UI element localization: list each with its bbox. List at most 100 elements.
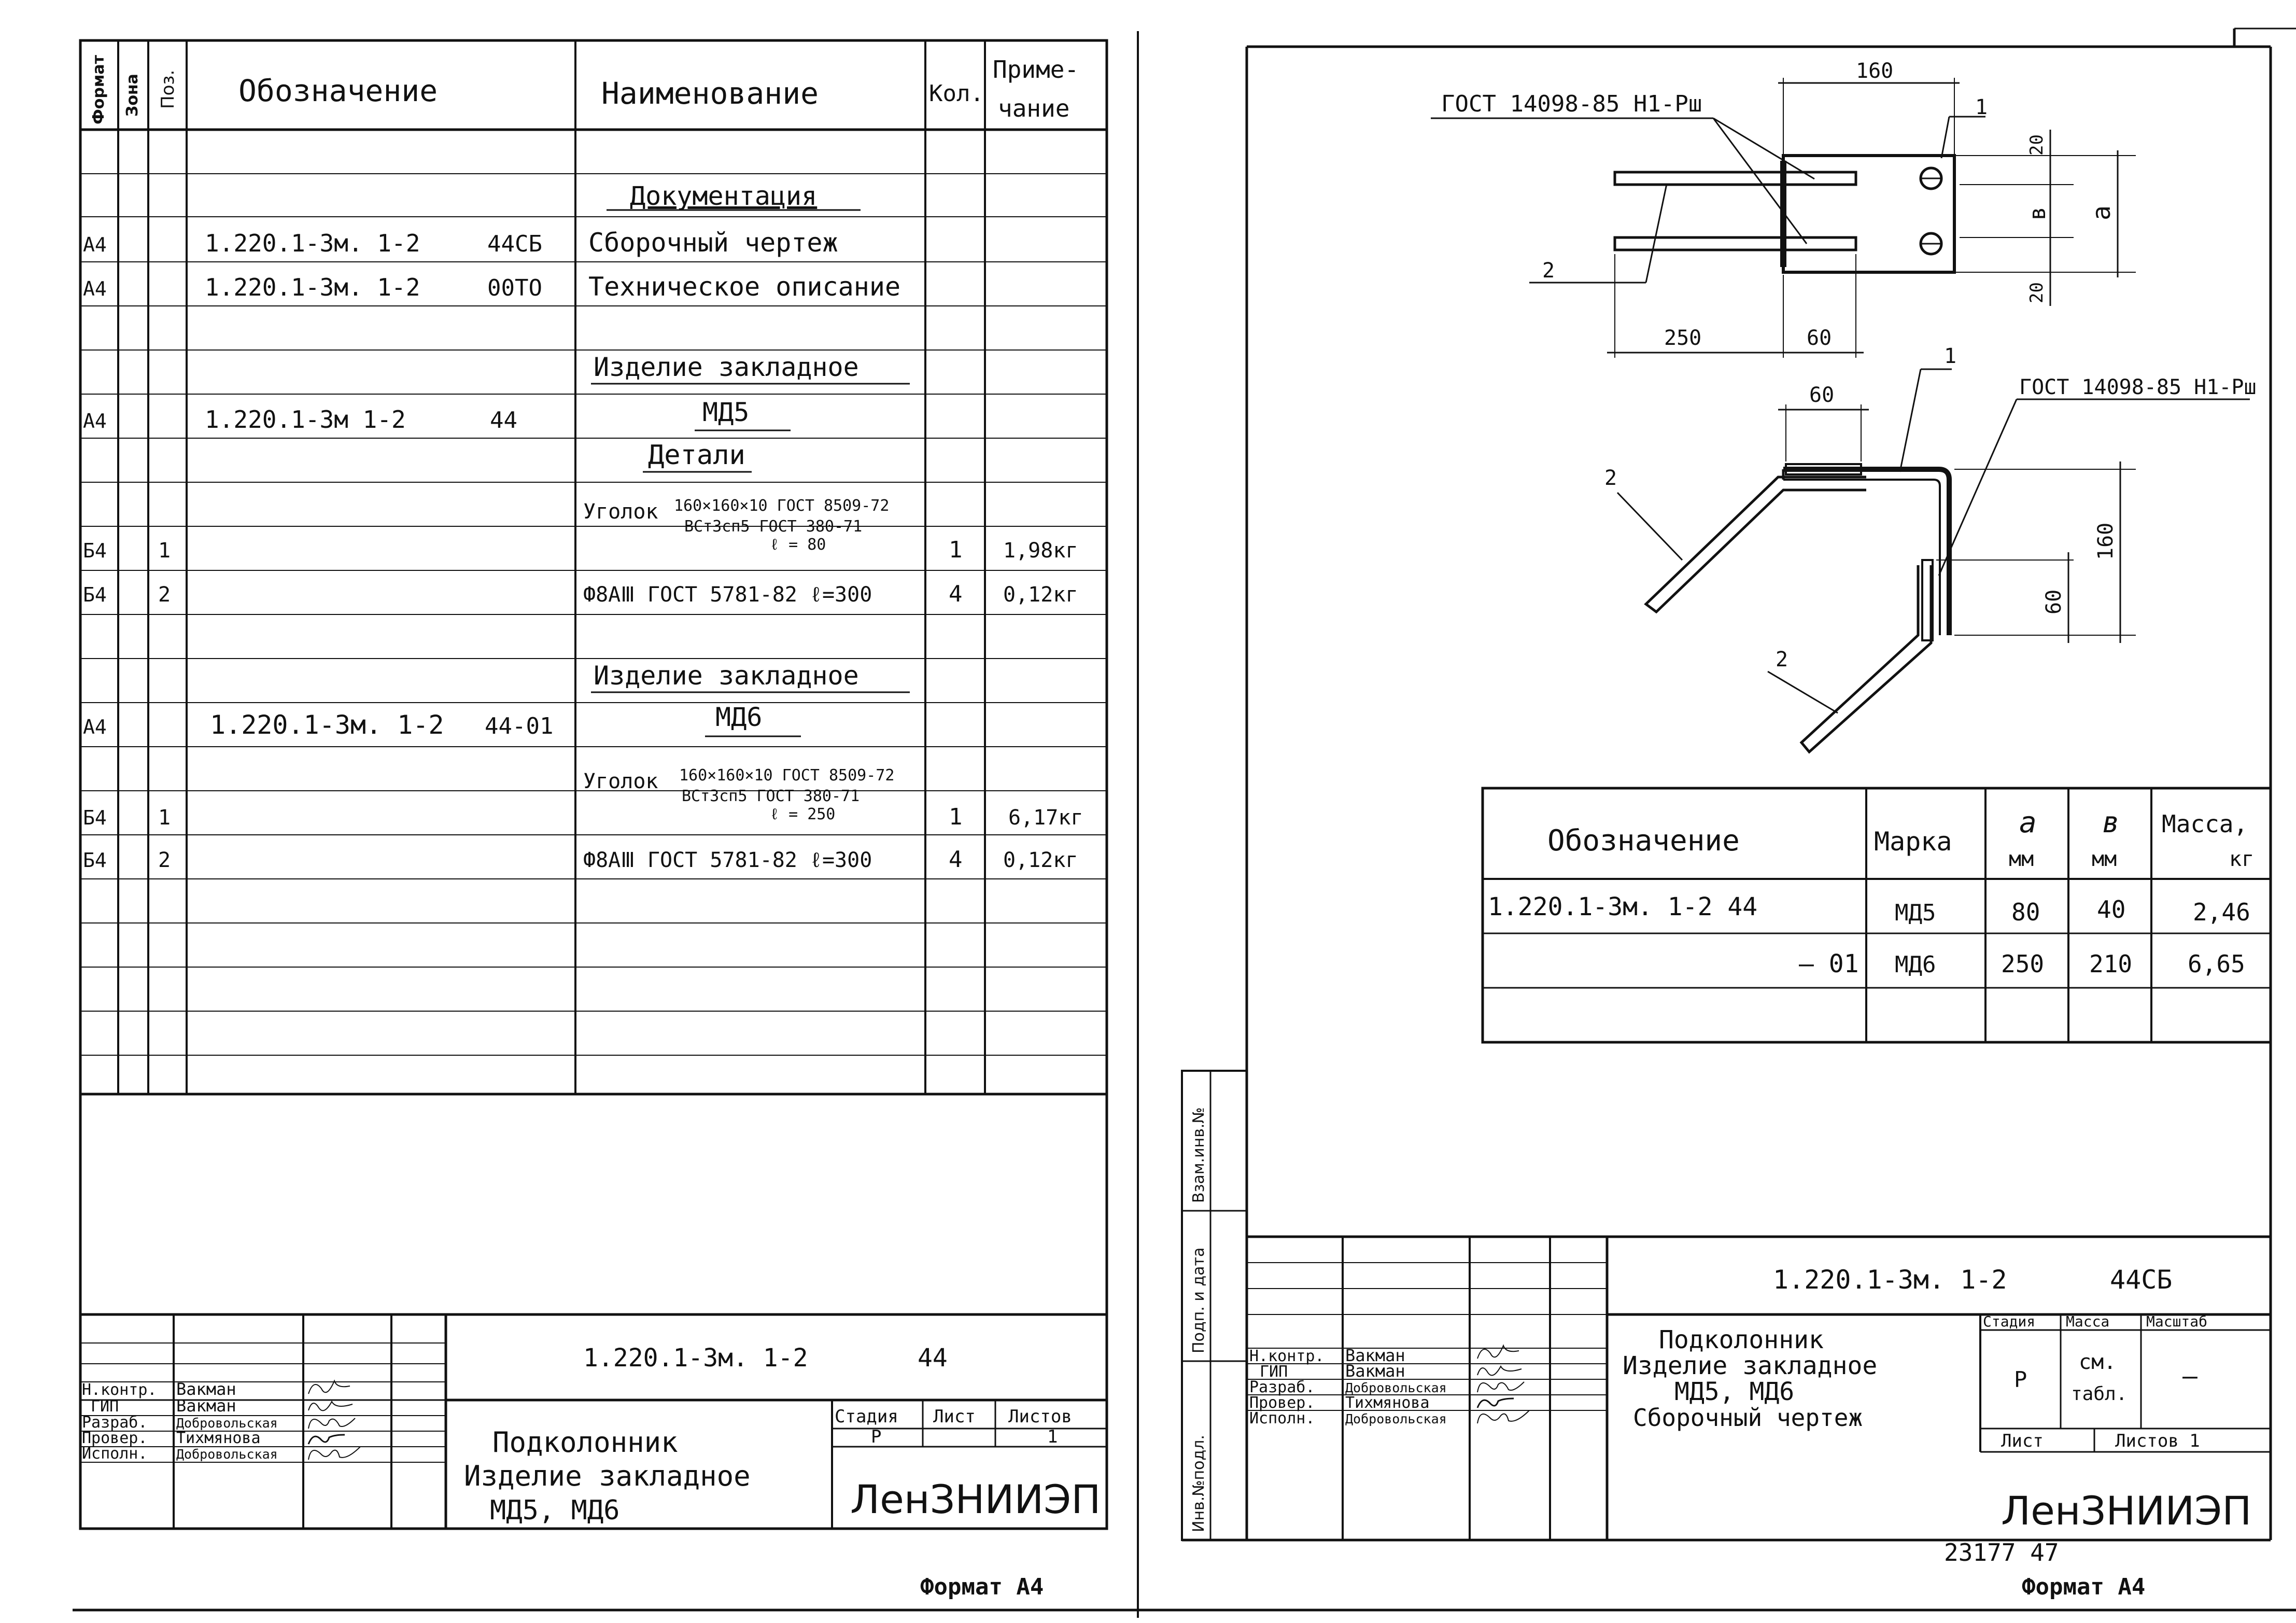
side-pos-2b: 2 [1776, 648, 1788, 671]
dr-title-4: Сборочный чертеж [1633, 1404, 1863, 1432]
row5-note: 0,12кг [1003, 583, 1078, 607]
dr-stage-header: Стадия [1983, 1313, 2035, 1330]
name-prover: Тихмянова [176, 1429, 261, 1447]
row7-format: Б4 [83, 806, 107, 829]
stage-header: Стадия [835, 1406, 898, 1427]
ugolok2-line2: ВСт3сп5 ГОСТ 380-71 [682, 787, 860, 805]
spec-row-lines [80, 173, 1107, 1056]
dim-20-a: 20 [2026, 134, 2047, 156]
spec-title-3: МД5, МД6 [490, 1495, 619, 1526]
dr-scale-header: Масштаб [2146, 1313, 2207, 1330]
spec-code: 1.220.1-3м. 1-2 [583, 1344, 808, 1373]
row4-note: 1,98кг [1003, 539, 1078, 563]
ugolok1-line2: ВСт3сп5 ГОСТ 380-71 [684, 517, 862, 536]
signature-ispoln [308, 1446, 361, 1460]
side-stamp-strip: Взам.инв.№ Подп. и дата Инв.№подл. [1181, 1070, 1248, 1541]
dr-signature-nkontr [1477, 1344, 1519, 1359]
row8-qty: 4 [949, 846, 963, 873]
header-pos: Поз. [158, 70, 178, 109]
dr-signature-ispoln [1477, 1410, 1530, 1424]
item2-mark: МД6 [715, 702, 762, 732]
signature-nkontr [308, 1379, 350, 1394]
spec-org: ЛенЗНИИЭП [850, 1476, 1101, 1522]
dr-name-prover: Тихмянова [1345, 1394, 1430, 1412]
drawing-sheet-right: Взам.инв.№ Подп. и дата Инв.№подл. ГОСТ … [1181, 27, 2296, 1600]
role-nkontr: Н.контр. [82, 1381, 157, 1399]
vt-header-mass-unit: кг [2229, 847, 2254, 871]
header-zone: Зона [123, 74, 142, 117]
row5-pos: 2 [158, 583, 171, 607]
row3-format: А4 [83, 410, 107, 432]
vt-header-b: в [2102, 806, 2120, 840]
vt-row2-mark: МД6 [1895, 952, 1936, 978]
row1-name: Сборочный чертеж [588, 228, 838, 258]
row5-name: Ф8АⅢ ГОСТ 5781-82 ℓ=300 [583, 583, 872, 607]
stage-value: Р [871, 1426, 881, 1447]
header-designation: Обозначение [238, 73, 438, 108]
row4-format: Б4 [83, 539, 107, 562]
dr-title-1: Подколонник [1659, 1325, 1824, 1354]
vt-header-a: а [2019, 806, 2037, 840]
header-name: Наименование [601, 76, 819, 111]
row5-qty: 4 [949, 581, 963, 607]
side-podp-data: Подп. и дата [1190, 1248, 1208, 1353]
dim-b: в [2024, 207, 2051, 221]
dr-stage-value: Р [2014, 1367, 2027, 1392]
sheets-header: Листов [1008, 1406, 1072, 1427]
vt-row2-a: 250 [2001, 950, 2044, 978]
ugolok1-label: Уголок [583, 500, 658, 524]
row1-designation: 1.220.1-3м. 1-2 [205, 229, 420, 257]
dr-name-razrab: Добровольская [1345, 1380, 1447, 1395]
dr-name-nkontr: Вакман [1345, 1346, 1405, 1365]
row7-note: 6,17кг [1008, 806, 1083, 830]
row2-code: 00ТО [487, 275, 542, 301]
dim-60-vert: 60 [2042, 590, 2066, 614]
spec-format-label: Формат А4 [920, 1574, 1044, 1600]
dr-mass-header: Масса [2066, 1313, 2109, 1330]
ugolok1-line3: ℓ = 80 [770, 536, 826, 554]
dr-role-nkontr: Н.контр. [1249, 1347, 1325, 1365]
role-razrab: Разраб. [82, 1414, 147, 1432]
vt-row1-mass: 2,46 [2193, 898, 2250, 926]
dr-signature-gip [1477, 1365, 1522, 1376]
plan-pos-2: 2 [1542, 259, 1555, 283]
dr-role-prover: Провер. [1249, 1394, 1315, 1412]
dr-mass-value-1: см. [2079, 1350, 2116, 1374]
role-prover: Провер. [82, 1429, 147, 1447]
dr-signature-razrab [1477, 1381, 1525, 1393]
row6-format: А4 [83, 716, 107, 738]
dr-mass-value-2: табл. [2071, 1383, 2127, 1405]
vt-header-b-unit: мм [2092, 847, 2117, 871]
vt-row1-mark: МД5 [1895, 900, 1936, 926]
sheets-value: 1 [1047, 1426, 1058, 1447]
section-documentation: Документация [630, 181, 817, 211]
role-ispoln: Исполн. [82, 1445, 147, 1463]
spec-sheet: Формат Зона Поз. Обозначение Наименовани… [79, 39, 1108, 1600]
signature-prover [307, 1434, 345, 1445]
dr-scale-value: — [2182, 1362, 2198, 1391]
row7-pos: 1 [158, 806, 171, 830]
dr-name-ispoln: Добровольская [1345, 1411, 1447, 1426]
dr-org: ЛенЗНИИЭП [2001, 1488, 2251, 1534]
name-razrab: Добровольская [176, 1416, 278, 1431]
dim-160-side: 160 [2094, 523, 2118, 560]
dim-60-side: 60 [1809, 383, 1834, 407]
dr-signature-prover [1476, 1397, 1514, 1408]
drawing-title-block: 1.220.1-3м. 1-2 44СБ Н.контр. Вакман ГИП… [1247, 1235, 2271, 1540]
sheet-header: Лист [933, 1406, 976, 1427]
name-nkontr: Вакман [176, 1379, 236, 1399]
section-item2: Изделие закладное [594, 661, 859, 691]
drawing-code: 1.220.1-3м. 1-2 [1773, 1265, 2007, 1295]
row4-qty: 1 [949, 537, 963, 563]
plan-view: ГОСТ 14098-85 Н1-Рш 1 2 160 20 [1431, 59, 2136, 358]
row2-name: Техническое описание [588, 272, 900, 302]
dim-160-top: 160 [1856, 59, 1893, 83]
row6-designation: 1.220.1-3м. 1-2 [210, 710, 444, 740]
dr-title-3: МД5, МД6 [1674, 1377, 1794, 1406]
row5-format: Б4 [83, 583, 107, 606]
variants-table: Обозначение Марка а мм в мм Масса, кг 1.… [1481, 787, 2272, 1044]
row3-code: 44 [490, 407, 517, 433]
vt-row1-a: 80 [2011, 898, 2040, 926]
drawing-format-label: Формат А4 [2022, 1574, 2145, 1600]
